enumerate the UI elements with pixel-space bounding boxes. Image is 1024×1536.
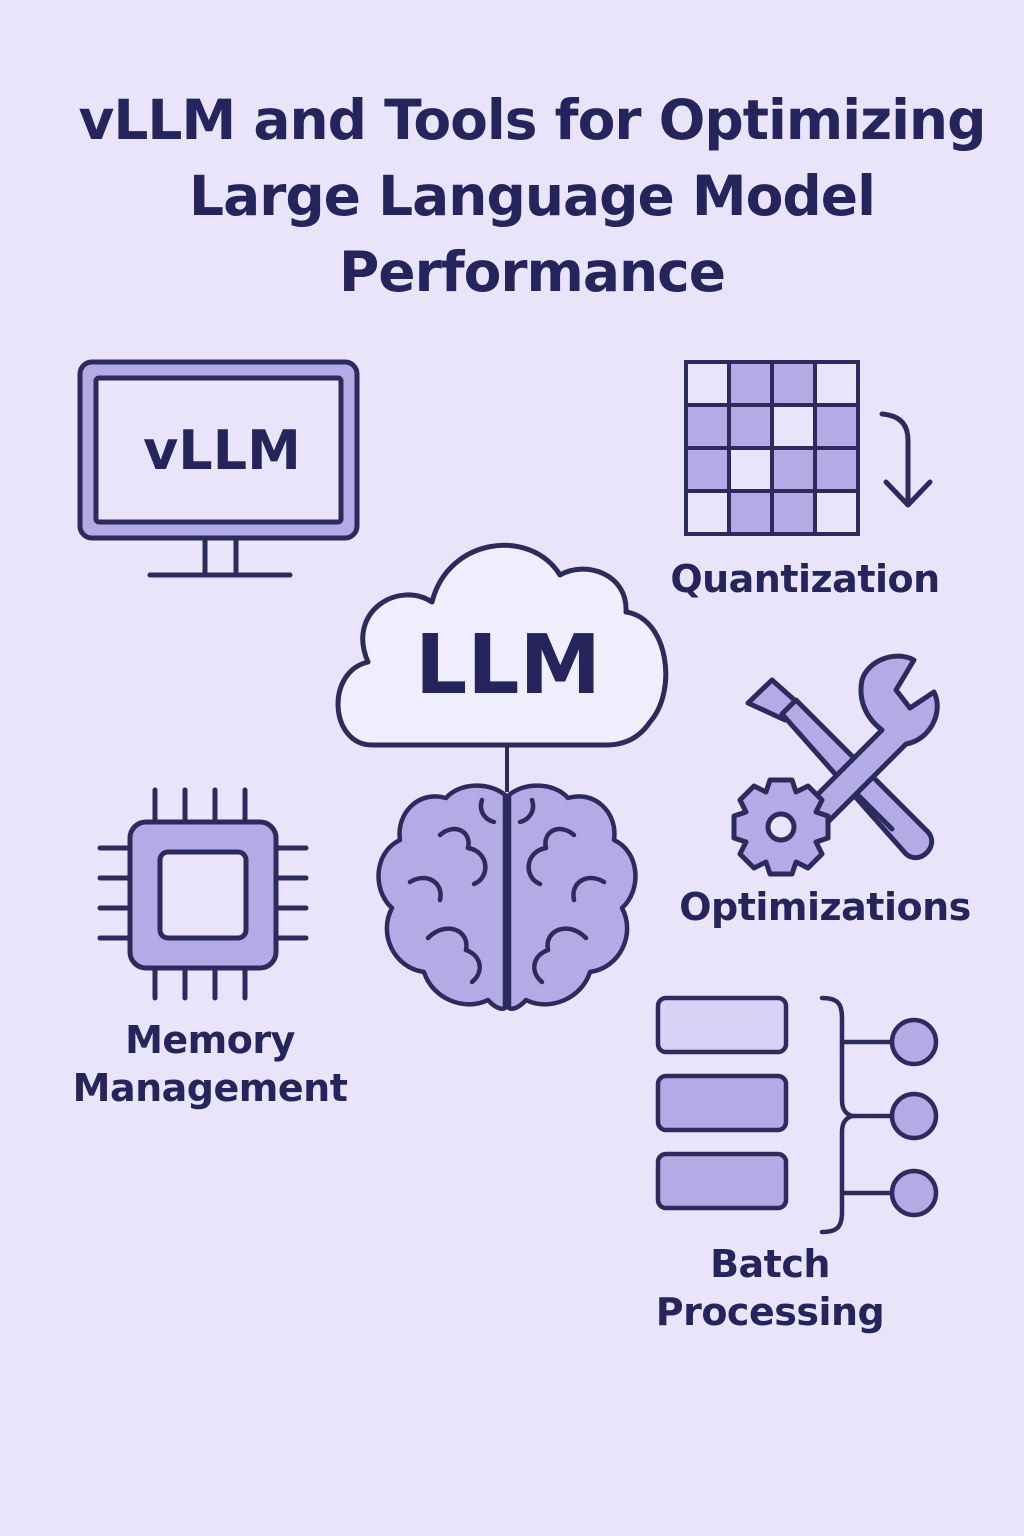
- tools-icon: [731, 653, 940, 877]
- title-line-2: Large Language Model: [189, 164, 876, 228]
- memory-management-label: Memory Management: [40, 1016, 380, 1112]
- quantization-label: Quantization: [670, 557, 940, 601]
- monitor-text: vLLM: [143, 419, 301, 482]
- batch-label-line-1: Batch: [710, 1242, 830, 1286]
- quantization-grid-icon: [684, 360, 860, 536]
- batch-processing-label: Batch Processing: [600, 1240, 940, 1336]
- optimizations-label: Optimizations: [679, 885, 971, 929]
- memory-label-line-2: Management: [72, 1066, 348, 1110]
- brain-icon: [376, 783, 638, 1011]
- memory-label-line-1: Memory: [125, 1018, 295, 1062]
- page-title: vLLM and Tools for Optimizing Large Lang…: [40, 82, 1024, 310]
- cloud-text: LLM: [415, 618, 601, 713]
- batch-processing-icon: [655, 995, 939, 1235]
- monitor-icon: [77, 359, 360, 578]
- batch-label-line-2: Processing: [655, 1290, 885, 1334]
- chip-icon: [97, 787, 309, 1001]
- title-line-1: vLLM and Tools for Optimizing: [78, 88, 987, 152]
- title-line-3: Performance: [338, 240, 726, 304]
- cloud-icon: [335, 542, 669, 748]
- arrow-down-curved-icon: [879, 411, 933, 508]
